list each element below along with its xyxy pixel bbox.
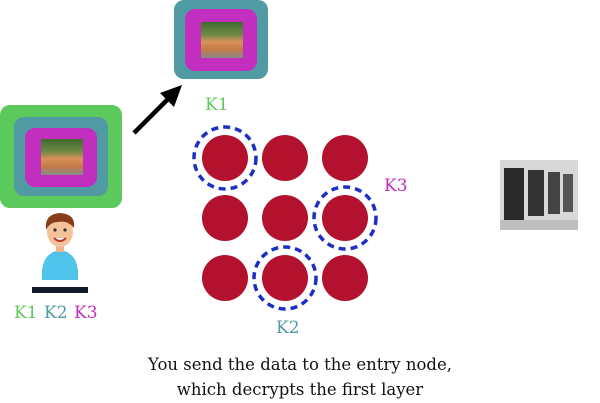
server-rack-icon bbox=[500, 160, 578, 230]
tor-node bbox=[202, 135, 248, 181]
tor-node bbox=[262, 255, 308, 301]
entry-node-highlight bbox=[192, 125, 258, 191]
tor-node bbox=[322, 255, 368, 301]
caption-line-1: You send the data to the entry node, bbox=[148, 355, 452, 374]
tor-node bbox=[322, 195, 368, 241]
caption-line-2: which decrypts the first layer bbox=[176, 380, 424, 399]
label-exit-node-key: K3 bbox=[384, 176, 408, 196]
user-key-k1: K1 bbox=[14, 303, 38, 323]
label-middle-node-key: K2 bbox=[276, 318, 300, 338]
cat-photo-top bbox=[201, 22, 243, 58]
exit-node-highlight bbox=[312, 185, 378, 251]
tor-node bbox=[202, 255, 248, 301]
tor-node bbox=[262, 195, 308, 241]
tor-node bbox=[262, 135, 308, 181]
label-entry-node-key: K1 bbox=[205, 95, 229, 115]
user-key-k2: K2 bbox=[44, 303, 68, 323]
user-avatar bbox=[32, 213, 88, 293]
user-key-k3: K3 bbox=[74, 303, 98, 323]
middle-node-highlight bbox=[252, 245, 318, 311]
tor-node bbox=[202, 195, 248, 241]
tor-node bbox=[322, 135, 368, 181]
cat-photo bbox=[41, 139, 83, 175]
caption: You send the data to the entry node, whi… bbox=[0, 352, 600, 402]
